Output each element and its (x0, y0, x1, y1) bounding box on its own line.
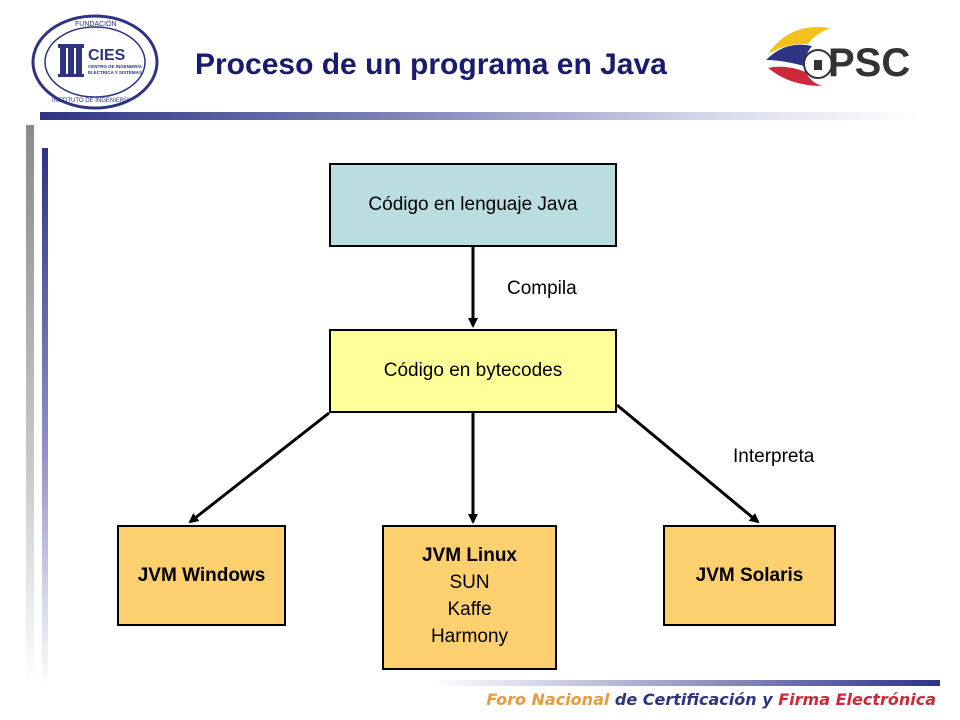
svg-text:CIES: CIES (88, 47, 126, 64)
svg-text:PSC: PSC (828, 41, 910, 85)
edge-label-interpret: Interpreta (733, 446, 815, 467)
node-jvm-linux-item: SUN (449, 572, 490, 593)
psc-logo: PSC (766, 27, 910, 86)
node-java-source-label: Código en lenguaje Java (368, 194, 578, 215)
node-jvm-solaris: JVM Solaris (663, 525, 836, 626)
footer-part-cert: de Certificación y (614, 690, 779, 709)
node-jvm-solaris-label: JVM Solaris (695, 564, 804, 586)
node-bytecode: Código en bytecodes (329, 329, 617, 413)
left-decor-bar-gray (26, 125, 34, 685)
node-jvm-linux-item: Kaffe (447, 599, 492, 620)
footer-part-forum: Foro Nacional (486, 690, 615, 709)
page-title: Proceso de un programa en Java (195, 48, 667, 81)
svg-text:ELECTRICA Y SISTEMAS: ELECTRICA Y SISTEMAS (88, 70, 142, 75)
left-decor-bar-blue (42, 148, 48, 688)
footer-part-signature: Firma Electrónica (778, 690, 936, 709)
edge-label-compile: Compila (507, 278, 577, 299)
node-java-source: Código en lenguaje Java (329, 163, 617, 247)
arrow-to-windows (188, 411, 330, 524)
node-jvm-windows-label: JVM Windows (137, 564, 266, 586)
footer-text: Foro Nacional de Certificación y Firma E… (486, 690, 936, 709)
footer-rule (430, 680, 940, 686)
cies-logo: CIES CENTRO DE INGENIERÍA ELECTRICA Y SI… (31, 14, 159, 110)
arrow-to-solaris (616, 403, 760, 524)
node-jvm-linux: JVM Linux SUN Kaffe Harmony (382, 525, 557, 670)
svg-text:CENTRO DE INGENIERÍA: CENTRO DE INGENIERÍA (88, 62, 143, 69)
svg-text:INSTITUTO DE INGENIERÍA: INSTITUTO DE INGENIERÍA (52, 97, 130, 104)
svg-text:FUNDACIÓN: FUNDACIÓN (75, 19, 117, 28)
node-jvm-windows: JVM Windows (117, 525, 286, 626)
header-rule (40, 112, 920, 120)
node-bytecode-label: Código en bytecodes (383, 360, 563, 381)
node-jvm-linux-item: Harmony (430, 626, 509, 647)
node-jvm-linux-title: JVM Linux (421, 545, 517, 566)
